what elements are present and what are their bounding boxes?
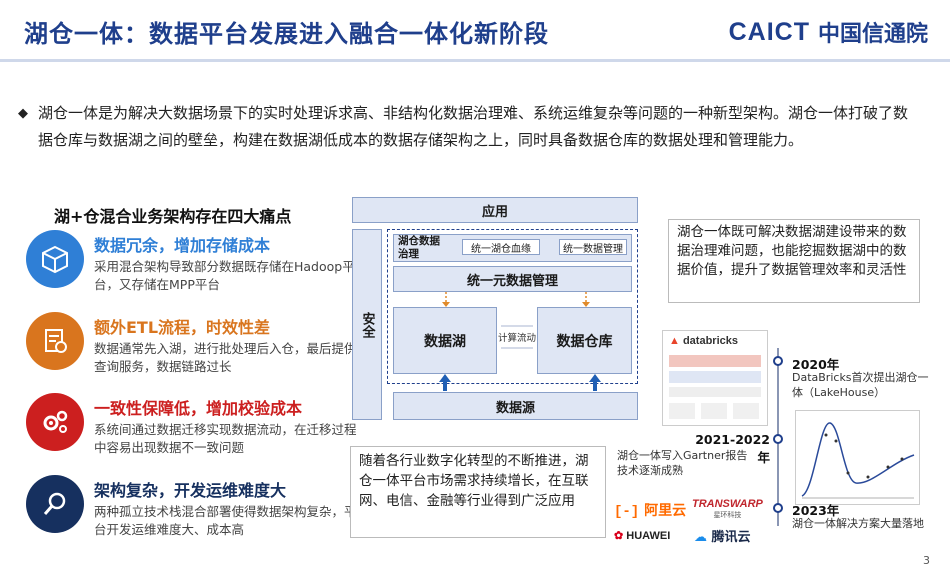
- pain-desc: 采用混合架构导致部分数据既存储在Hadoop平台，又存储在MPP平台: [94, 259, 355, 292]
- timeline-text: 湖仓一体解决方案大量落地: [792, 517, 924, 530]
- lakehouse-value-note: 湖仓一体既可解决数据湖建设带来的数据治理难问题，也能挖掘数据湖中的数据价值，提升…: [668, 219, 920, 303]
- huawei-logo: ✿ HUAWEI: [614, 530, 671, 542]
- pain-desc: 数据通常先入湖，进行批处理后入仓，最后提供查询服务，数据链路过长: [94, 341, 357, 374]
- timeline-text: DataBricks首次提出湖仓一体（LakeHouse）: [792, 371, 929, 399]
- data-lake-box: 数据湖: [393, 307, 497, 374]
- unified-mgmt-small-box: 统一数据管理: [559, 239, 627, 255]
- pain-item-complexity: 架构复杂，开发运维难度大 两种孤立技术栈混合部署使得数据架构复杂，平台开发运维难…: [26, 475, 357, 547]
- timeline-dot: [773, 434, 783, 444]
- magnifier-icon: [26, 475, 84, 533]
- intro-text: 湖仓一体是为解决大数据场景下的实时处理诉求高、非结构化数据治理难、系统运维复杂等…: [38, 104, 909, 149]
- pain-item-redundancy: 数据冗余，增加存储成本 采用混合架构导致部分数据既存储在Hadoop平台，又存储…: [26, 230, 356, 302]
- data-source-layer: 数据源: [393, 392, 638, 420]
- transwarp-logo: TRANSWARP 星环科技: [692, 498, 763, 519]
- lineage-box: 统一湖仓血缘: [462, 239, 540, 255]
- pain-desc: 两种孤立技术栈混合部署使得数据架构复杂，平台开发运维难度大、成本高: [94, 504, 357, 537]
- cube-icon: [26, 230, 84, 288]
- gartner-hype-cycle-thumbnail: [795, 410, 920, 505]
- aliyun-logo: [-] 阿里云: [614, 503, 687, 520]
- intro-paragraph: ◆ 湖仓一体是为解决大数据场景下的实时处理诉求高、非结构化数据治理难、系统运维复…: [18, 100, 918, 154]
- timeline-dot: [773, 503, 783, 513]
- arrows-down: [442, 292, 590, 307]
- timeline-year: 2021-2022年: [695, 432, 770, 465]
- bidirectional-arrow-icon: [501, 325, 533, 349]
- timeline-year: 2023年: [792, 503, 840, 518]
- pain-head: 额外ETL流程，时效性差: [94, 318, 271, 337]
- pain-item-consistency: 一致性保障低，增加校验成本 系统间通过数据迁移实现数据流动，在迁移过程中容易出现…: [26, 393, 357, 465]
- caict-logo: CAICT 中国信通院: [729, 16, 928, 48]
- compute-flow-label: 计算流动: [497, 333, 536, 344]
- app-layer: 应用: [352, 197, 638, 223]
- pain-head: 架构复杂，开发运维难度大: [94, 481, 287, 500]
- governance-label: 湖仓数据治理: [398, 235, 440, 260]
- gears-icon: [26, 393, 84, 451]
- timeline-year: 2020年: [792, 357, 840, 372]
- pain-head: 数据冗余，增加存储成本: [94, 236, 271, 255]
- databricks-diagram-thumbnail: ▲ databricks: [662, 330, 768, 426]
- logo-cn: 中国信通院: [817, 22, 928, 47]
- lakehouse-frame: [387, 229, 638, 384]
- databricks-logo: ▲ databricks: [669, 335, 738, 347]
- pain-desc: 系统间通过数据迁移实现数据流动，在迁移过程中容易出现数据不一致问题: [94, 422, 357, 455]
- diamond-bullet-icon: ◆: [18, 106, 28, 121]
- pain-points-title: 湖+仓混合业务架构存在四大痛点: [54, 207, 292, 226]
- governance-row: 湖仓数据治理: [393, 234, 632, 262]
- data-warehouse-box: 数据仓库: [537, 307, 632, 374]
- timeline-dot: [773, 356, 783, 366]
- timeline-text: 湖仓一体写入Gartner报告技术逐渐成熟: [617, 449, 748, 477]
- header-divider: [0, 59, 950, 62]
- unified-metadata-layer: 统一元数据管理: [393, 266, 632, 292]
- document-icon: [26, 312, 84, 370]
- tencent-cloud-logo: ☁ 腾讯云: [694, 530, 751, 545]
- logo-latin: CAICT: [728, 17, 810, 46]
- page-title: 湖仓一体：数据平台发展进入融合一体化新阶段: [24, 20, 549, 48]
- page-number: 3: [923, 554, 930, 567]
- security-layer: 安全: [352, 229, 382, 420]
- market-growth-note: 随着各行业数字化转型的不断推进，湖仓一体平台市场需求持续增长，在互联网、电信、金…: [350, 446, 606, 538]
- pain-item-etl: 额外ETL流程，时效性差 数据通常先入湖，进行批处理后入仓，最后提供查询服务，数…: [26, 312, 357, 384]
- pain-head: 一致性保障低，增加校验成本: [94, 399, 303, 418]
- arrows-up: [439, 374, 601, 391]
